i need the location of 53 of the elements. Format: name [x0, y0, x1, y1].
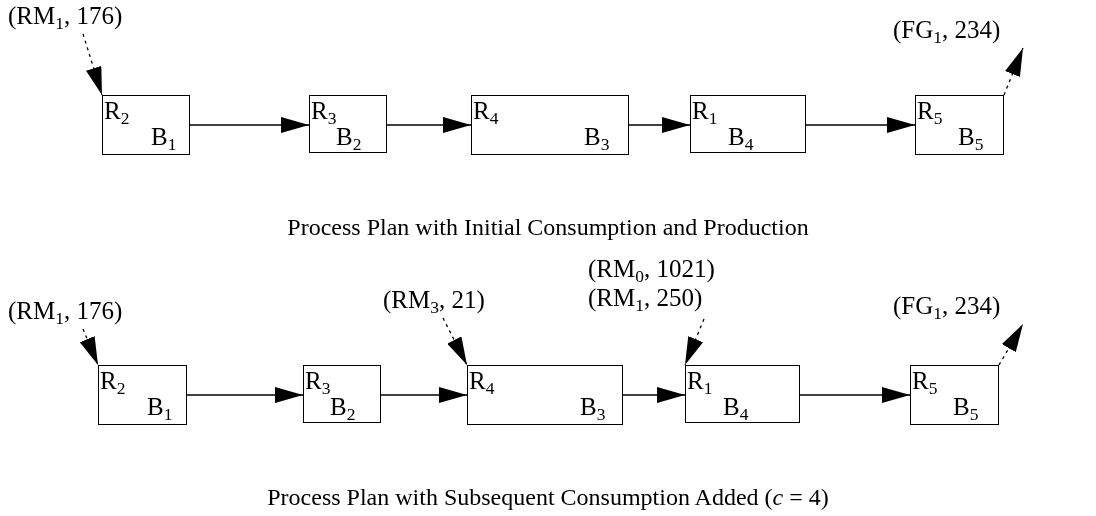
- resource-label: R$_{1}$: [687, 368, 713, 393]
- arrow: [79, 328, 99, 366]
- process-box: [467, 365, 623, 425]
- buffer-label: B$_{1}$: [151, 124, 177, 149]
- resource-label: R$_{5}$: [917, 98, 943, 123]
- quantity-label: (RM$_{1}$, 250): [588, 283, 704, 313]
- caption: Process Plan with Subsequent Consumption Added (c = 4): [266, 484, 830, 511]
- resource-label: R$_{1}$: [692, 98, 718, 123]
- process-box: [102, 95, 190, 155]
- arrow: [805, 117, 916, 133]
- buffer-label: B$_{4}$: [723, 394, 749, 419]
- quantity-label: (RM$_{0}$, 1021): [588, 255, 716, 284]
- resource-label: R$_{3}$: [311, 98, 337, 123]
- process-box: [303, 365, 381, 423]
- buffer-label: B$_{3}$: [584, 124, 610, 149]
- arrow: [442, 317, 468, 366]
- buffer-label: B$_{5}$: [953, 394, 979, 419]
- arrow: [684, 318, 705, 366]
- arrow: [998, 323, 1024, 366]
- arrow: [82, 33, 103, 96]
- buffer-label: B$_{3}$: [580, 394, 606, 419]
- resource-label: R$_{2}$: [104, 98, 130, 123]
- arrow: [380, 387, 468, 403]
- buffer-label: B$_{2}$: [336, 124, 362, 149]
- resource-label: R$_{4}$: [473, 98, 499, 123]
- buffer-label: B$_{1}$: [147, 394, 173, 419]
- process-box: [910, 365, 999, 425]
- resource-label: R$_{5}$: [912, 368, 938, 393]
- quantity-label: (FG$_{1}$, 234): [893, 16, 1002, 45]
- buffer-label: B$_{5}$: [958, 124, 984, 149]
- process-box: [690, 95, 806, 153]
- quantity-label: (RM$_{3}$, 21): [383, 286, 486, 315]
- arrow: [1003, 47, 1024, 96]
- resource-label: R$_{2}$: [100, 368, 126, 393]
- arrow: [186, 387, 304, 403]
- process-box: [471, 95, 629, 155]
- arrow: [386, 117, 472, 133]
- arrow: [189, 117, 310, 133]
- arrow: [628, 117, 691, 133]
- resource-label: R$_{3}$: [305, 368, 331, 393]
- quantity-label: (RM$_{1}$, 176): [8, 2, 124, 31]
- caption: Process Plan with Initial Consumption and Production: [286, 214, 810, 241]
- process-box: [685, 365, 800, 423]
- resource-label: R$_{4}$: [469, 368, 495, 393]
- quantity-label: (RM$_{1}$, 176): [8, 297, 124, 326]
- buffer-label: B$_{2}$: [330, 394, 356, 419]
- quantity-label: (FG$_{1}$, 234): [893, 292, 1002, 321]
- arrow: [799, 387, 911, 403]
- process-box: [98, 365, 187, 425]
- arrow: [622, 387, 686, 403]
- process-box: [309, 95, 387, 153]
- buffer-label: B$_{4}$: [728, 124, 754, 149]
- process-box: [915, 95, 1004, 155]
